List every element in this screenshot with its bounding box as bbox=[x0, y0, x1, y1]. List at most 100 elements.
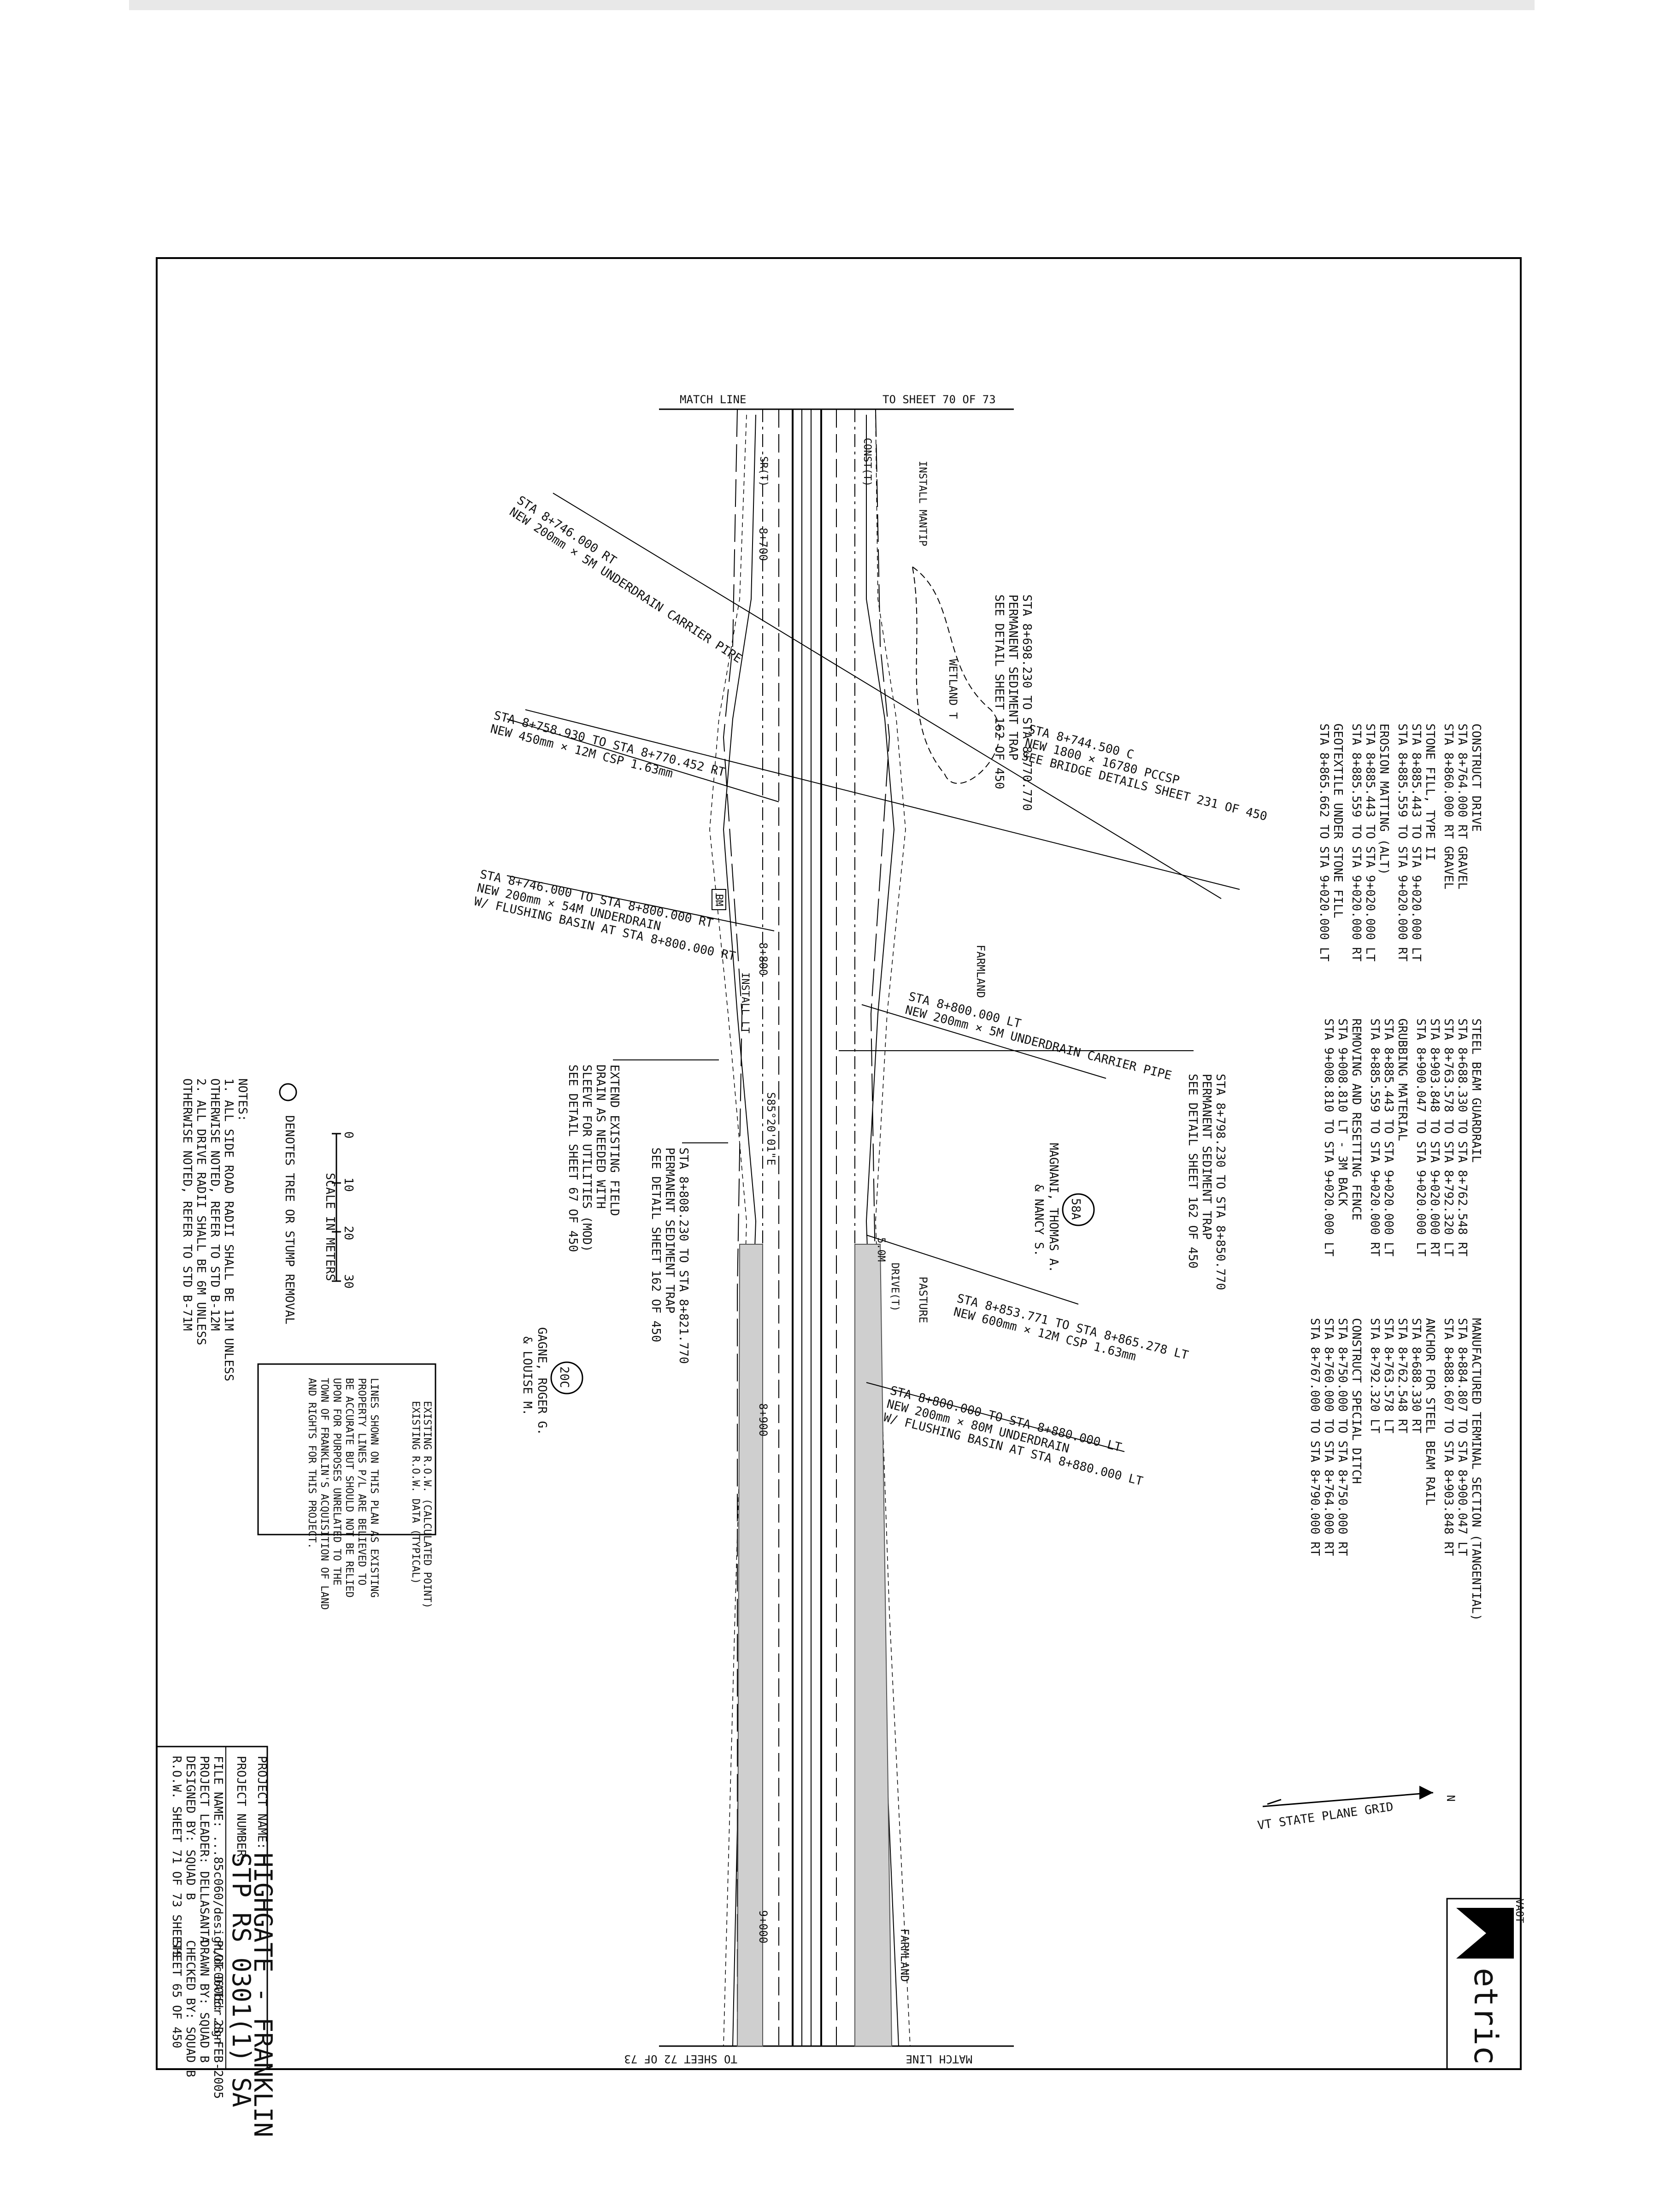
match-line-top: MATCH LINE TO SHEET 70 OF 73 bbox=[659, 393, 1014, 410]
to-sheet-top: TO SHEET 70 OF 73 bbox=[882, 393, 996, 406]
tree-legend-text: DENOTES TREE OR STUMP REMOVAL bbox=[282, 1115, 296, 1324]
callout-c4: STA 8+744.500 C NEW 1800 × 16780 PCCSP S… bbox=[1020, 723, 1269, 824]
culvert-lines bbox=[506, 493, 1240, 1452]
designed-by: DESIGNED BY: SQUAD B bbox=[183, 1756, 197, 1900]
notes-title: NOTES: bbox=[235, 1078, 249, 1122]
qty-line: STA 8+762.548 RT bbox=[1395, 1318, 1409, 1434]
callout-c2: STA 8+746.000 RT NEW 200mm × 5M UNDERDRA… bbox=[507, 494, 744, 666]
callout-text: EXTEND EXISTING FIELD bbox=[607, 1065, 621, 1216]
north-arrow: N VT STATE PLANE GRID bbox=[1257, 1786, 1457, 1833]
wetland-label: WETLAND T bbox=[947, 659, 959, 719]
scale-tick: 10 bbox=[341, 1177, 355, 1192]
quantities-col2: STEEL BEAM GUARDRAIL STA 8+688.330 TO ST… bbox=[1322, 1018, 1483, 1257]
callout-c9: STA 8+808.230 TO STA 8+821.770 PERMANENT… bbox=[649, 1142, 728, 1364]
callout-c3: STA 8+758.930 TO STA 8+770.452 RT NEW 45… bbox=[489, 709, 727, 781]
scale-title: SCALE IN METERS bbox=[323, 1173, 337, 1281]
qty-line: STA 8+760.000 TO STA 8+764.000 RT bbox=[1322, 1318, 1335, 1556]
callout-text: PERMANENT SEDIMENT TRAP bbox=[1200, 1074, 1213, 1240]
farmland-label: FARMLAND bbox=[974, 945, 987, 998]
callout-c1: STA 8+698.230 TO STA 8+770.770 PERMANENT… bbox=[992, 594, 1034, 811]
callout-text: STA 8+798.230 TO STA 8+850.770 bbox=[1213, 1074, 1227, 1290]
project-number-label: PROJECT NUMBER: bbox=[234, 1756, 248, 1864]
qty-line: STA 8+885.559 TO STA 9+020.000 RT bbox=[1395, 724, 1409, 962]
disclaimer-box: EXISTING R.O.W. (CALCULATED POINT) EXIST… bbox=[257, 1363, 436, 1610]
station-8700: 8+700 bbox=[757, 528, 770, 561]
qty-line: STA 8+763.578 LT bbox=[1382, 1318, 1395, 1434]
owner-58a-name2: & NANCY S. bbox=[1032, 1184, 1046, 1257]
scan-artifact-bar bbox=[129, 0, 1535, 10]
plot-date: PLOT DATE: 23-FEB-2005 bbox=[211, 1940, 225, 2099]
to-sheet-bottom: TO SHEET 72 OF 73 bbox=[624, 2053, 737, 2065]
qty-line: STA 8+860.000 RT GRAVEL bbox=[1441, 724, 1455, 889]
callout-text: SEE DETAIL SHEET 162 OF 450 bbox=[1186, 1074, 1200, 1269]
qty-line: STA 8+884.807 TO STA 8+900.047 LT bbox=[1455, 1318, 1469, 1556]
project-name: HIGHGATE - FRANKLIN bbox=[248, 1853, 277, 2137]
qty-heading: CONSTRUCT DRIVE bbox=[1469, 724, 1483, 832]
callout-text: NEW 200mm × 5M UNDERDRAIN CARRIER PIPE bbox=[904, 1003, 1173, 1083]
qty-line: STA 8+885.443 TO STA 9+020.000 LT bbox=[1409, 724, 1423, 962]
wetland-boundary bbox=[912, 566, 1000, 784]
callout-c8: EXTEND EXISTING FIELD DRAIN AS NEEDED WI… bbox=[566, 1059, 719, 1252]
srt-label: SR(T) bbox=[758, 456, 769, 487]
constr-label: CONST(T) bbox=[861, 438, 873, 487]
checked-by: CHECKED BY: SQUAD B bbox=[183, 1940, 197, 2077]
owner-58a: 58A MAGNANI, THOMAS A. & NANCY S. bbox=[1032, 1143, 1095, 1273]
disclaimer-line: LINES SHOWN ON THIS PLAN AS EXISTING bbox=[368, 1378, 380, 1598]
drive-label: DRIVE(T) bbox=[889, 1263, 900, 1312]
callout-c11: STA 8+800.000 TO STA 8+880.000 LT NEW 20… bbox=[882, 1384, 1145, 1489]
callout-text: SEE BRIDGE DETAILS SHEET 231 OF 450 bbox=[1020, 749, 1269, 824]
qty-line: STA 8+750.000 TO STA 8+750.000 RT bbox=[1335, 1318, 1349, 1556]
callout-text: SEE DETAIL SHEET 162 OF 450 bbox=[992, 594, 1006, 789]
qty-line: STA 8+688.330 RT bbox=[1409, 1318, 1423, 1434]
project-leader: PROJECT LEADER: DELLASANTA bbox=[197, 1756, 211, 1943]
project-name-label: PROJECT NAME: bbox=[255, 1756, 269, 1850]
bearing-label: S85°20'01"E bbox=[765, 1092, 777, 1165]
qty-heading: ANCHOR FOR STEEL BEAM RAIL bbox=[1423, 1318, 1437, 1506]
qty-line: STA 8+900.047 TO STA 9+020.000 LT bbox=[1414, 1018, 1428, 1257]
owner-20c-id: 20C bbox=[557, 1366, 571, 1388]
qty-heading: STEEL BEAM GUARDRAIL bbox=[1469, 1018, 1483, 1163]
install-label: INSTALL MANTIP bbox=[917, 461, 928, 546]
scale-tick: 30 bbox=[341, 1274, 355, 1288]
callout-text: PERMANENT SEDIMENT TRAP bbox=[1006, 594, 1020, 760]
qty-line: STA 8+885.559 TO STA 9+020.000 RT bbox=[1368, 1018, 1382, 1257]
qty-line: STA 8+688.330 TO STA 8+762.548 RT bbox=[1455, 1018, 1469, 1257]
bm-label: BM bbox=[713, 894, 724, 906]
file-name: FILE NAME: ...85c060/design/dc060bdr.dgn bbox=[211, 1756, 225, 2044]
callout-text: SLEEVE FOR UTILITIES (MOD) bbox=[580, 1065, 594, 1252]
owner-20c-name: GAGNE, ROGER G. bbox=[535, 1327, 549, 1435]
qty-line: STA 8+865.662 TO STA 9+020.000 LT bbox=[1317, 724, 1331, 962]
owner-20c-name2: & LOUISE M. bbox=[520, 1336, 534, 1416]
qty-line: STA 8+763.578 TO STA 8+792.320 LT bbox=[1441, 1018, 1455, 1257]
qty-line: STA 8+903.848 TO STA 9+020.000 RT bbox=[1428, 1018, 1441, 1257]
qty-line: STA 9+008.810 LT - 3M BACK bbox=[1335, 1018, 1349, 1206]
qty-heading: CONSTRUCT SPECIAL DITCH bbox=[1349, 1318, 1363, 1484]
install-lt-label: INSTALL LT bbox=[739, 972, 751, 1033]
pasture-label: PASTURE bbox=[917, 1277, 930, 1323]
title-block: PROJECT NAME: HIGHGATE - FRANKLIN PROJEC… bbox=[156, 1746, 277, 2137]
callout-text: PERMANENT SEDIMENT TRAP bbox=[663, 1147, 677, 1313]
qty-heading: STONE FILL, TYPE II bbox=[1423, 724, 1437, 860]
qty-heading: GEOTEXTILE UNDER STONE FILL bbox=[1331, 724, 1345, 918]
qty-line: STA 8+885.443 TO STA 9+020.000 LT bbox=[1363, 724, 1377, 962]
disclaimer-line: AND RIGHTS FOR THIS PROJECT. bbox=[306, 1378, 318, 1549]
logo-word: etric bbox=[1467, 1968, 1505, 2065]
notes-block: NOTES: 1. ALL SIDE ROAD RADII SHALL BE 1… bbox=[180, 1078, 297, 1381]
owner-58a-name: MAGNANI, THOMAS A. bbox=[1047, 1143, 1060, 1273]
qty-line: STA 9+008.810 TO STA 9+020.000 LT bbox=[1322, 1018, 1335, 1257]
disclaimer-line: PROPERTY LINES P/L ARE BELIEVED TO bbox=[356, 1378, 367, 1585]
callout-text: STA 8+698.230 TO STA 8+770.770 bbox=[1020, 594, 1034, 811]
note-line: 2. ALL DRIVE RADII SHALL BE 6M UNLESS bbox=[194, 1078, 208, 1345]
match-line-label: MATCH LINE bbox=[680, 393, 747, 406]
sheet-number: SHEET 65 OF 450 bbox=[170, 1940, 183, 2048]
quantities-col3: MANUFACTURED TERMINAL SECTION (TANGENTIA… bbox=[1308, 1318, 1483, 1621]
disclaimer-line: BE ACCURATE BUT SHOULD NOT BE RELIED bbox=[343, 1378, 355, 1598]
disclaimer-line: TOWN OF FRANKLIN'S ACQUISITION OF LAND bbox=[318, 1378, 330, 1610]
stone-fill-area bbox=[736, 1244, 893, 2047]
callout-c7: STA 8+798.230 TO STA 8+850.770 PERMANENT… bbox=[839, 1050, 1227, 1290]
bm-box bbox=[712, 889, 726, 910]
callout-text: NEW 200mm × 5M UNDERDRAIN CARRIER PIPE bbox=[507, 505, 744, 666]
note-line: OTHERWISE NOTED, REFER TO STD B-71M bbox=[180, 1078, 194, 1331]
qty-line: STA 8+792.320 LT bbox=[1368, 1318, 1382, 1434]
callout-c10: STA 8+853.771 TO STA 8+865.278 LT NEW 60… bbox=[952, 1292, 1190, 1364]
